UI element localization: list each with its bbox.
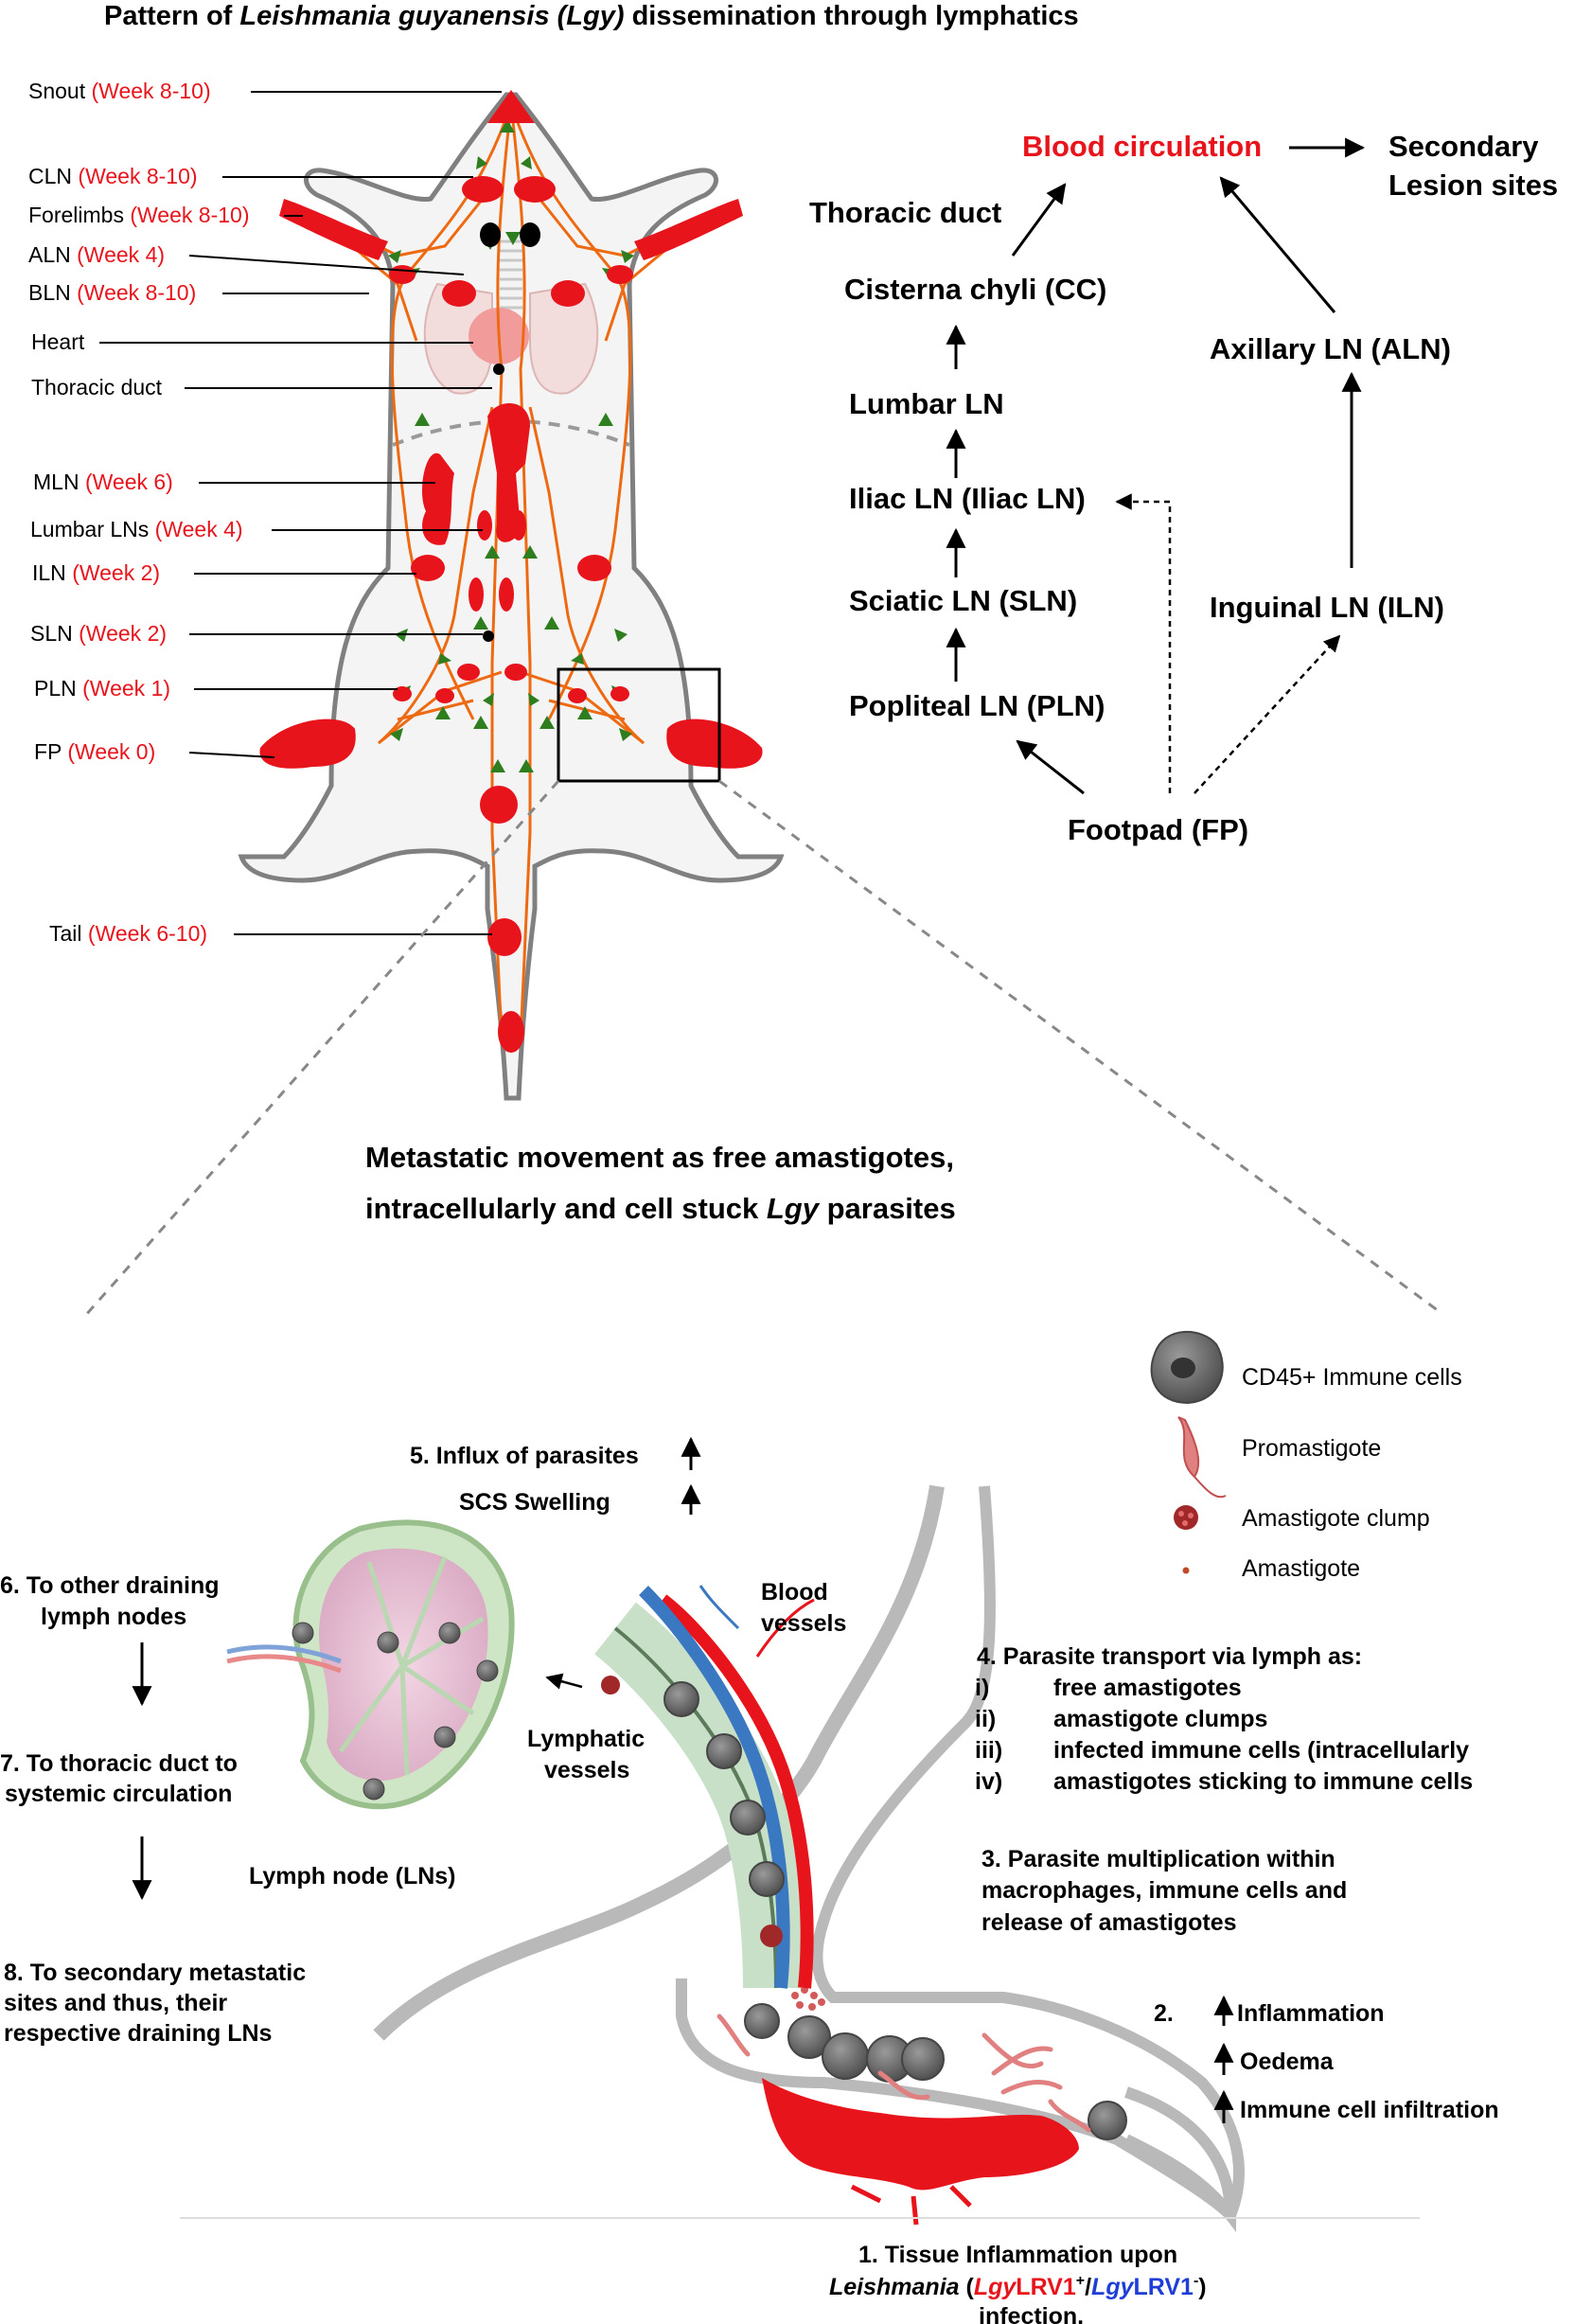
node-popliteal-ln: Popliteal LN (PLN) [849,689,1105,722]
step-arrows [132,1436,1234,2123]
metastatic-heading-line1: Metastatic movement as free amastigotes, [365,1141,954,1174]
label-mln: MLN (Week 6) [33,470,173,494]
node-sciatic-ln: Sciatic LN (SLN) [849,584,1077,617]
step-3-line3: release of amastigotes [982,1909,1237,1936]
node-lumbar-ln: Lumbar LN [849,387,1004,420]
label-lumbar-lns: Lumbar LNs (Week 4) [30,517,243,541]
legend-label-promastigote: Promastigote [1242,1435,1381,1462]
label-aln: ALN (Week 4) [28,242,165,267]
label-lymphatic-line1: Lymphatic [527,1726,645,1752]
node-axillary-ln: Axillary LN (ALN) [1210,332,1451,365]
step-8-line2: sites and thus, their [4,1990,227,2016]
node-secondary-line2: Lesion sites [1388,169,1558,202]
step-7-line2: systemic circulation [5,1781,232,1807]
legend-label-amastigote: Amastigote [1242,1555,1360,1582]
step-1-line3: infection. [979,2303,1084,2324]
legend-label-immune-cells: CD45+ Immune cells [1242,1364,1462,1391]
flow-diagram: Blood circulation Secondary Lesion sites… [809,130,1558,846]
zoom-lines [83,779,1440,1317]
node-footpad: Footpad (FP) [1068,813,1248,846]
node-inguinal-ln: Inguinal LN (ILN) [1210,591,1444,624]
label-forelimbs: Forelimbs (Week 8-10) [28,203,249,227]
amastigote-clump-icon [1174,1505,1198,1530]
step-6-line1: 6. To other draining [0,1572,219,1599]
immune-cell-icon [1150,1331,1224,1405]
label-fp: FP (Week 0) [34,739,155,764]
node-thoracic-duct: Thoracic duct [809,196,1001,229]
step-3-line2: macrophages, immune cells and [982,1877,1347,1904]
step-3-line1: 3. Parasite multiplication within [982,1846,1335,1872]
step-4-item-2: ii)amastigote clumps [975,1706,1267,1732]
label-cln: CLN (Week 8-10) [28,164,198,188]
step-4-item-3: iii)infected immune cells (intracellular… [975,1737,1469,1764]
step-4-item-1: i)free amastigotes [975,1675,1242,1701]
node-secondary-line1: Secondary [1388,130,1539,163]
vessels [545,1585,815,1989]
node-blood-circulation: Blood circulation [1022,130,1262,163]
step-1-line1: 1. Tissue Inflammation upon [858,2242,1177,2268]
label-blood-line1: Blood [761,1579,828,1606]
label-iln: ILN (Week 2) [32,560,160,585]
label-blood-line2: vessels [761,1610,846,1637]
step-5-scs-swelling: SCS Swelling [459,1489,610,1516]
amastigote-icon [1182,1567,1190,1574]
metastatic-heading: Metastatic movement as free amastigotes,… [365,1141,956,1225]
legend-label-amastigote-clump: Amastigote clump [1242,1505,1430,1532]
footpad-zoom-box [557,667,721,783]
step-2-oedema: Oedema [1240,2049,1335,2075]
step-6-line2: lymph nodes [41,1604,186,1630]
label-heart: Heart [31,329,85,354]
step-5-influx: 5. Influx of parasites [410,1443,639,1469]
step-2-number: 2. [1154,2000,1174,2027]
step-2-infiltration: Immune cell infiltration [1240,2097,1499,2123]
label-thoracic-duct: Thoracic duct [31,375,163,399]
step-4-title: 4. Parasite transport via lymph as: [977,1643,1362,1670]
step-4-item-4: iv)amastigotes sticking to immune cells [975,1768,1473,1795]
flow-arrows [946,137,1366,795]
node-cisterna-chyli: Cisterna chyli (CC) [844,273,1106,306]
label-lymph-node: Lymph node (LNs) [249,1863,456,1889]
label-leaders [99,91,502,935]
label-lymphatic-line2: vessels [544,1757,629,1783]
label-sln: SLN (Week 2) [30,621,167,646]
label-bln: BLN (Week 8-10) [28,280,196,305]
label-snout: Snout (Week 8-10) [28,79,211,103]
step-7-line1: 7. To thoracic duct to [0,1750,238,1777]
legend: CD45+ Immune cells Promastigote Amastigo… [1150,1331,1462,1582]
metastatic-heading-line2: intracellularly and cell stuck Lgy paras… [365,1192,956,1225]
label-pln: PLN (Week 1) [34,676,170,701]
step-1-line2: Leishmania (LgyLRV1+/LgyLRV1-) [829,2273,1207,2300]
lymph-node [226,1519,515,1810]
node-iliac-ln: Iliac LN (Iliac LN) [849,482,1086,515]
step-labels: 5. Influx of parasites SCS Swelling 6. T… [0,1443,1499,2324]
step-8-line3: respective draining LNs [4,2020,272,2047]
promastigote-icon [1177,1416,1200,1479]
mouse-illustration [238,90,785,1101]
mouse-labels: Snout (Week 8-10) CLN (Week 8-10) Foreli… [28,79,249,946]
step-8-line1: 8. To secondary metastatic [4,1960,306,1986]
figure-title: Pattern of Leishmania guyanensis (Lgy) d… [104,1,1079,31]
anatomy-labels: Blood vessels Lymphatic vessels Lymph no… [249,1579,846,1889]
label-tail: Tail (Week 6-10) [49,921,207,946]
step-2-inflammation: Inflammation [1237,2000,1385,2027]
